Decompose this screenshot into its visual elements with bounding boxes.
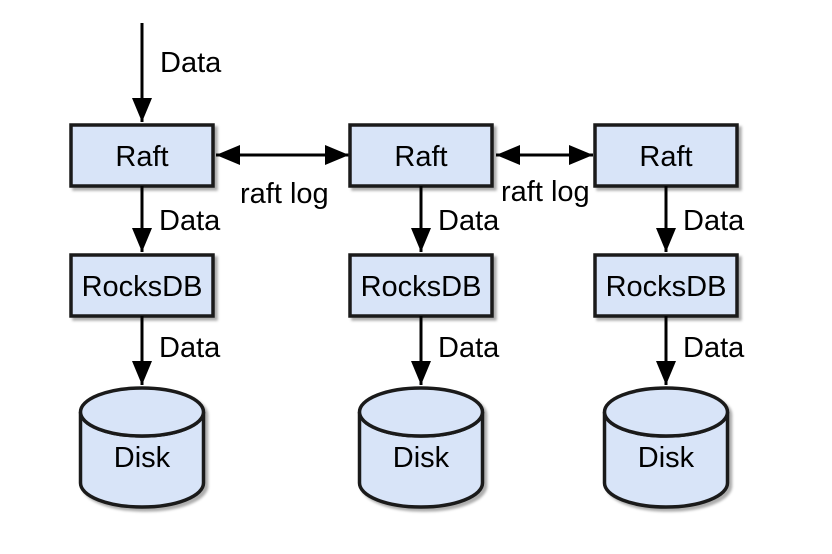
disk-cylinder-top [602,386,730,438]
disk-label: Disk [393,442,450,474]
disk-node [357,386,485,509]
data-input-label: Data [160,47,222,79]
data-flow-label: Data [159,205,221,237]
data-flow-label: Data [438,332,500,364]
raft-node [348,123,494,188]
disk-label: Disk [114,442,171,474]
rocksdb-label: RocksDB [606,271,727,303]
raft-label: Raft [639,141,692,173]
disk-cylinder-top [78,386,206,438]
replica-column: Raft Data RocksDB Data Disk [69,123,221,509]
disk-node [602,386,730,509]
raft-node [69,123,215,188]
replica-column: Raft Data RocksDB Data Disk [593,123,745,509]
data-flow-label: Data [438,205,500,237]
rocksdb-label: RocksDB [82,271,203,303]
data-flow-label: Data [159,332,221,364]
replica-column: Raft Data RocksDB Data Disk [348,123,500,509]
disk-node [78,386,206,509]
data-flow-label: Data [683,205,745,237]
raft-log-label: raft log [501,176,590,208]
rocksdb-label: RocksDB [361,271,482,303]
raft-label: Raft [115,141,168,173]
data-flow-label: Data [683,332,745,364]
raft-log-label: raft log [240,178,329,210]
disk-cylinder-top [357,386,485,438]
disk-label: Disk [638,442,695,474]
raft-node [593,123,739,188]
raft-label: Raft [394,141,447,173]
